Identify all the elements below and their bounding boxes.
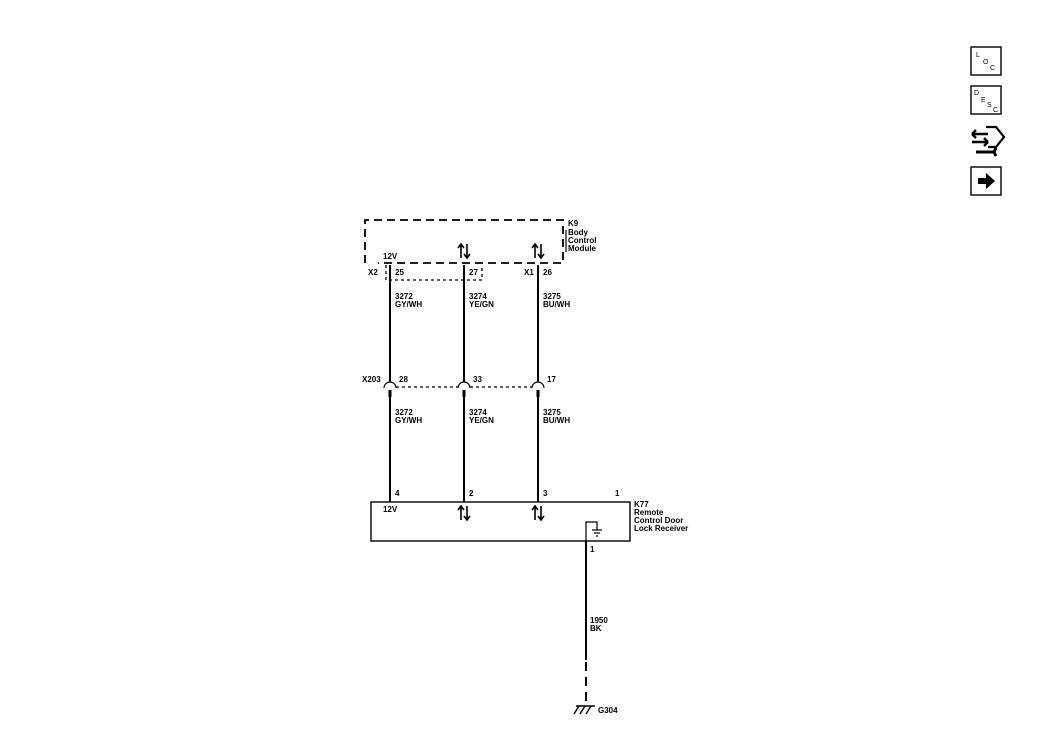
g304-label: G304	[598, 706, 618, 715]
k77-remote-control-door-lock-receiver: K77 Remote Control Door Lock Receiver 12…	[370, 500, 688, 542]
k9-pin-27: 27	[469, 268, 478, 277]
x203-pin-28: 28	[399, 375, 408, 384]
k9-name-line1: Body	[568, 228, 589, 237]
x2-connector-label: X2	[368, 268, 378, 277]
wire-3274-upper-color: YE/GN	[469, 300, 494, 309]
k77-internal-ground-icon	[585, 521, 602, 541]
k77-ref-label: K77	[634, 500, 649, 509]
x1-connector-label: X1	[524, 268, 534, 277]
wire-3272-lower-circuit: 3272	[395, 408, 413, 417]
location-icon[interactable]: L O C	[970, 46, 1002, 76]
wire-3275-lower-color: BU/WH	[543, 416, 570, 425]
desc-letter-s: S	[987, 102, 992, 109]
desc-letter-e: E	[981, 97, 986, 104]
g304-ground-icon	[573, 705, 595, 715]
x203-pin-17: 17	[547, 375, 556, 384]
diagnostic-connector-icon[interactable]	[971, 125, 1006, 157]
k9-name-line3: Module	[568, 244, 597, 253]
wire-1950-color: BK	[590, 624, 602, 633]
wire-3275-lower-circuit: 3275	[543, 408, 561, 417]
wire-3272-upper-color: GY/WH	[395, 300, 422, 309]
desc-letter-d: D	[974, 90, 979, 97]
k9-power-label: 12V	[383, 252, 398, 261]
wire-3275-upper-circuit: 3275	[543, 292, 561, 301]
k9-pin26-bidirectional-arrow-icon	[531, 242, 545, 260]
k77-pin3-bidirectional-arrow-icon	[531, 504, 545, 522]
x2-connector-outline	[385, 265, 483, 281]
wire-3272-upper-circuit: 3272	[395, 292, 413, 301]
loc-letter-o: O	[983, 59, 989, 66]
k77-pin2-bidirectional-arrow-icon	[457, 504, 471, 522]
wire-3275-upper-color: BU/WH	[543, 300, 570, 309]
loc-letter-c: C	[990, 65, 995, 72]
k77-pin-3: 3	[543, 489, 548, 498]
k9-pin-25: 25	[395, 268, 404, 277]
k77-name-line2: Control Door	[634, 516, 683, 525]
wire-1950-circuit: 1950	[590, 616, 608, 625]
k9-name-line2: Control	[568, 236, 596, 245]
loc-letter-l: L	[976, 52, 980, 59]
wire-3272-lower-color: GY/WH	[395, 416, 422, 425]
k77-name-line3: Lock Receiver	[634, 524, 688, 533]
x203-pin-33: 33	[473, 375, 482, 384]
desc-letter-c: C	[993, 107, 998, 114]
wire-3274-upper-circuit: 3274	[469, 292, 487, 301]
k77-power-label: 12V	[383, 505, 398, 514]
wire-3274-lower-circuit: 3274	[469, 408, 487, 417]
x203-connector-label: X203	[362, 375, 381, 384]
k9-pin-26: 26	[543, 268, 552, 277]
k77-pin-4: 4	[395, 489, 400, 498]
k9-body-control-module: K9 Body Control Module 12V	[364, 219, 597, 264]
k77-name-line1: Remote	[634, 508, 664, 517]
next-page-icon[interactable]	[970, 166, 1002, 196]
x203-inline-connector	[383, 381, 545, 397]
k9-pin27-bidirectional-arrow-icon	[457, 242, 471, 260]
k77-pin-1-bottom: 1	[590, 545, 595, 554]
k77-pin-2: 2	[469, 489, 474, 498]
k77-pin-1-top: 1	[615, 489, 620, 498]
k9-ref-label: K9	[568, 219, 579, 228]
wire-3274-lower-color: YE/GN	[469, 416, 494, 425]
description-icon[interactable]: D E S C	[970, 85, 1002, 115]
